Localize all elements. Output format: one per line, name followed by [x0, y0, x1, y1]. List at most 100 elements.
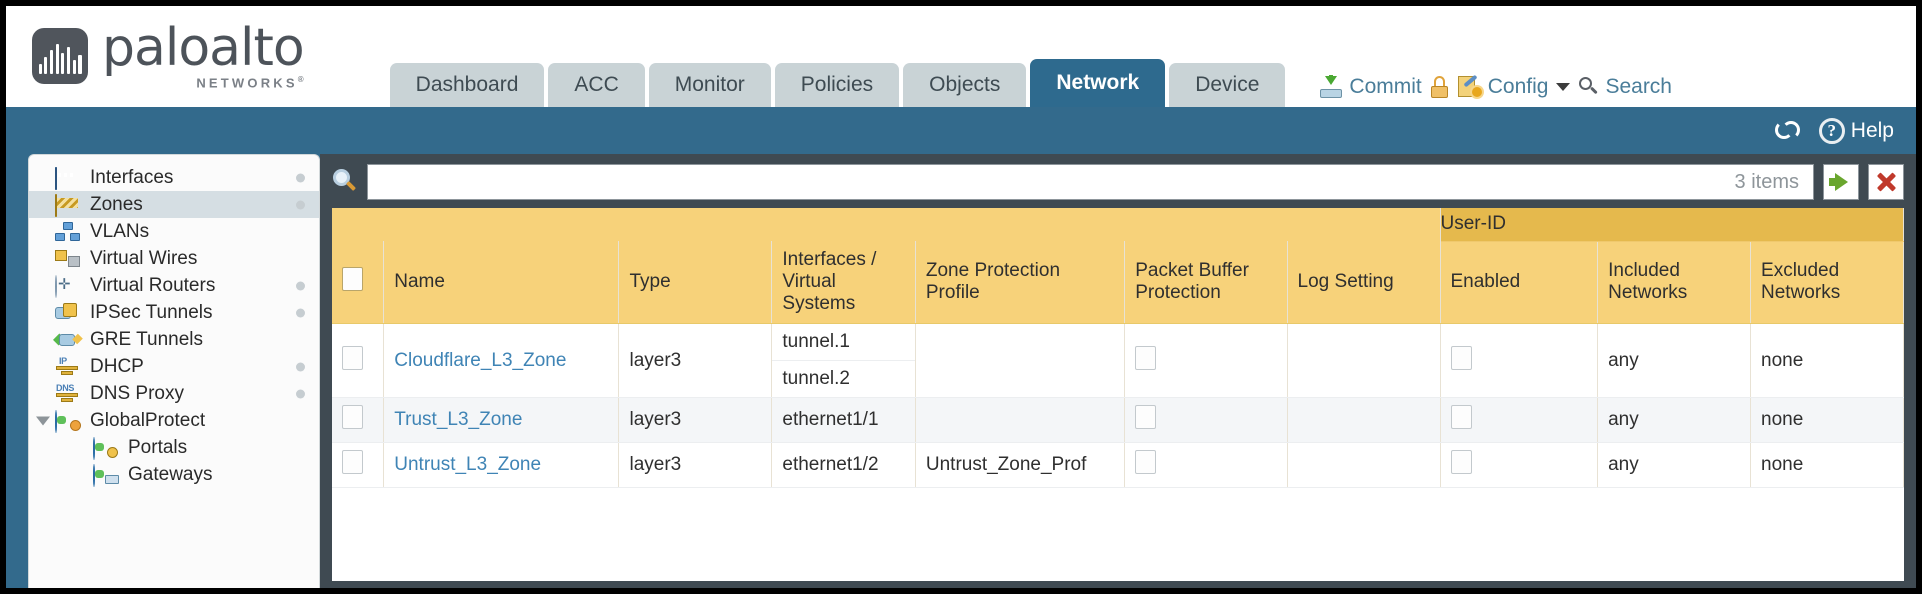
- table-row[interactable]: Cloudflare_L3_Zone layer3 tunnel.1 tunne…: [332, 323, 1904, 398]
- cell-excluded-networks: none: [1750, 442, 1904, 488]
- sub-toolbar: ? Help: [6, 107, 1916, 154]
- row-checkbox[interactable]: [342, 405, 363, 429]
- sidebar-item-gre-tunnels[interactable]: GRE Tunnels: [29, 326, 319, 353]
- packet-buffer-protection-checkbox[interactable]: [1135, 345, 1157, 370]
- cell-excluded-networks: none: [1750, 397, 1904, 443]
- col-zone-protection-profile[interactable]: Zone Protection Profile: [915, 241, 1126, 324]
- filter-search-icon[interactable]: [332, 169, 358, 195]
- zone-link[interactable]: Untrust_L3_Zone: [394, 454, 542, 475]
- sidebar-item-vlans[interactable]: VLANs: [29, 218, 319, 245]
- help-button[interactable]: ? Help: [1818, 117, 1894, 144]
- registered-mark: ®: [297, 75, 304, 85]
- commit-icon: [1319, 75, 1343, 98]
- sidebar-item-globalprotect[interactable]: GlobalProtect: [29, 407, 319, 434]
- virtual-wires-icon: [55, 249, 81, 269]
- clear-filter-button[interactable]: [1868, 164, 1904, 200]
- zones-table: User-ID Name Type Interfaces / Virtual S…: [332, 208, 1904, 488]
- tab-acc[interactable]: ACC: [548, 63, 645, 107]
- status-dot: [296, 389, 305, 398]
- filter-bar: 3 items: [332, 163, 1904, 201]
- col-name[interactable]: Name: [383, 241, 620, 324]
- sidebar-item-label: VLANs: [90, 221, 150, 242]
- user-id-enabled-checkbox[interactable]: [1450, 450, 1472, 474]
- cell-interfaces: tunnel.1 tunnel.2: [771, 323, 916, 398]
- cell-name: Cloudflare_L3_Zone: [383, 323, 620, 398]
- cell-enabled: [1440, 442, 1599, 488]
- user-id-enabled-checkbox[interactable]: [1450, 405, 1472, 429]
- packet-buffer-protection-checkbox[interactable]: [1135, 405, 1157, 429]
- tab-network[interactable]: Network: [1030, 59, 1166, 107]
- dhcp-icon: IP: [55, 356, 81, 377]
- tab-objects[interactable]: Objects: [903, 63, 1027, 107]
- sidebar-item-label: GRE Tunnels: [90, 329, 203, 350]
- search-button[interactable]: Search: [1579, 75, 1672, 99]
- sidebar-nav: Interfaces Zones VLANs Virtual Wires Vir…: [28, 154, 320, 588]
- unlock-icon[interactable]: [1430, 76, 1449, 98]
- apply-filter-button[interactable]: [1823, 164, 1859, 200]
- expander-triangle-icon[interactable]: [36, 416, 50, 425]
- main-nav-tabs: Dashboard ACC Monitor Policies Objects N…: [389, 59, 1290, 107]
- cell-included-networks: any: [1597, 397, 1752, 443]
- row-select-cell: [332, 442, 385, 488]
- cell-name: Untrust_L3_Zone: [383, 442, 620, 488]
- col-enabled[interactable]: Enabled: [1440, 241, 1599, 324]
- logo-waveform: [38, 44, 82, 74]
- col-interfaces[interactable]: Interfaces / Virtual Systems: [771, 241, 916, 324]
- status-dot: [296, 173, 305, 182]
- row-select-cell: [332, 397, 385, 443]
- sidebar-item-label: GlobalProtect: [90, 410, 206, 431]
- tab-dashboard[interactable]: Dashboard: [389, 63, 545, 107]
- refresh-icon[interactable]: [1774, 119, 1803, 143]
- chevron-down-icon: [1556, 83, 1571, 91]
- brand-wordmark: paloalto NETWORKS®: [102, 18, 305, 91]
- help-label: Help: [1850, 118, 1894, 142]
- sidebar-item-zones[interactable]: Zones: [29, 191, 319, 218]
- row-checkbox[interactable]: [342, 450, 363, 474]
- cell-type: layer3: [618, 442, 773, 488]
- tab-policies[interactable]: Policies: [774, 63, 900, 107]
- config-menu[interactable]: Config: [1457, 74, 1571, 99]
- cell-packet-buffer-protection: [1124, 442, 1288, 488]
- sidebar-item-dns-proxy[interactable]: DNS DNS Proxy: [29, 380, 319, 407]
- cell-type: layer3: [618, 397, 773, 443]
- packet-buffer-protection-checkbox[interactable]: [1135, 450, 1157, 474]
- row-checkbox[interactable]: [342, 345, 363, 370]
- search-input[interactable]: 3 items: [367, 164, 1814, 200]
- group-header-spacer: [332, 208, 1441, 241]
- sidebar-item-label: Gateways: [128, 464, 213, 485]
- cell-packet-buffer-protection: [1124, 397, 1288, 443]
- zone-link[interactable]: Trust_L3_Zone: [394, 409, 523, 430]
- brand-tagline-text: NETWORKS: [196, 75, 298, 91]
- commit-button[interactable]: Commit: [1319, 75, 1422, 99]
- sidebar-item-virtual-wires[interactable]: Virtual Wires: [29, 245, 319, 272]
- col-packet-buffer-protection[interactable]: Packet Buffer Protection: [1124, 241, 1288, 324]
- interface-item: tunnel.1: [772, 324, 915, 361]
- status-dot: [296, 308, 305, 317]
- sidebar-item-portals[interactable]: Portals: [29, 434, 319, 461]
- col-log-setting[interactable]: Log Setting: [1287, 241, 1441, 324]
- sidebar-item-dhcp[interactable]: IP DHCP: [29, 353, 319, 380]
- col-type[interactable]: Type: [618, 241, 773, 324]
- table-row[interactable]: Untrust_L3_Zone layer3 ethernet1/2 Untru…: [332, 442, 1904, 488]
- col-excluded-networks[interactable]: Excluded Networks: [1750, 241, 1904, 324]
- sidebar-item-label: IPSec Tunnels: [90, 302, 213, 323]
- sidebar-item-ipsec-tunnels[interactable]: IPSec Tunnels: [29, 299, 319, 326]
- config-label: Config: [1487, 75, 1549, 98]
- gre-tunnels-icon: [52, 330, 83, 350]
- zone-link[interactable]: Cloudflare_L3_Zone: [394, 349, 567, 371]
- sidebar-item-gateways[interactable]: Gateways: [29, 461, 319, 488]
- sidebar-item-virtual-routers[interactable]: Virtual Routers: [29, 272, 319, 299]
- col-included-networks[interactable]: Included Networks: [1597, 241, 1752, 324]
- group-header-row: User-ID: [332, 208, 1904, 242]
- brand-logo: paloalto NETWORKS®: [32, 18, 305, 91]
- brand-name: paloalto: [102, 18, 305, 79]
- status-dot: [296, 200, 305, 209]
- table-row[interactable]: Trust_L3_Zone layer3 ethernet1/1 any: [332, 397, 1904, 443]
- tab-monitor[interactable]: Monitor: [648, 63, 771, 107]
- sidebar-item-interfaces[interactable]: Interfaces: [29, 164, 319, 191]
- user-id-enabled-checkbox[interactable]: [1450, 345, 1472, 370]
- select-all-checkbox[interactable]: [342, 267, 363, 291]
- tab-device[interactable]: Device: [1169, 63, 1286, 107]
- sidebar-item-label: DHCP: [90, 356, 144, 377]
